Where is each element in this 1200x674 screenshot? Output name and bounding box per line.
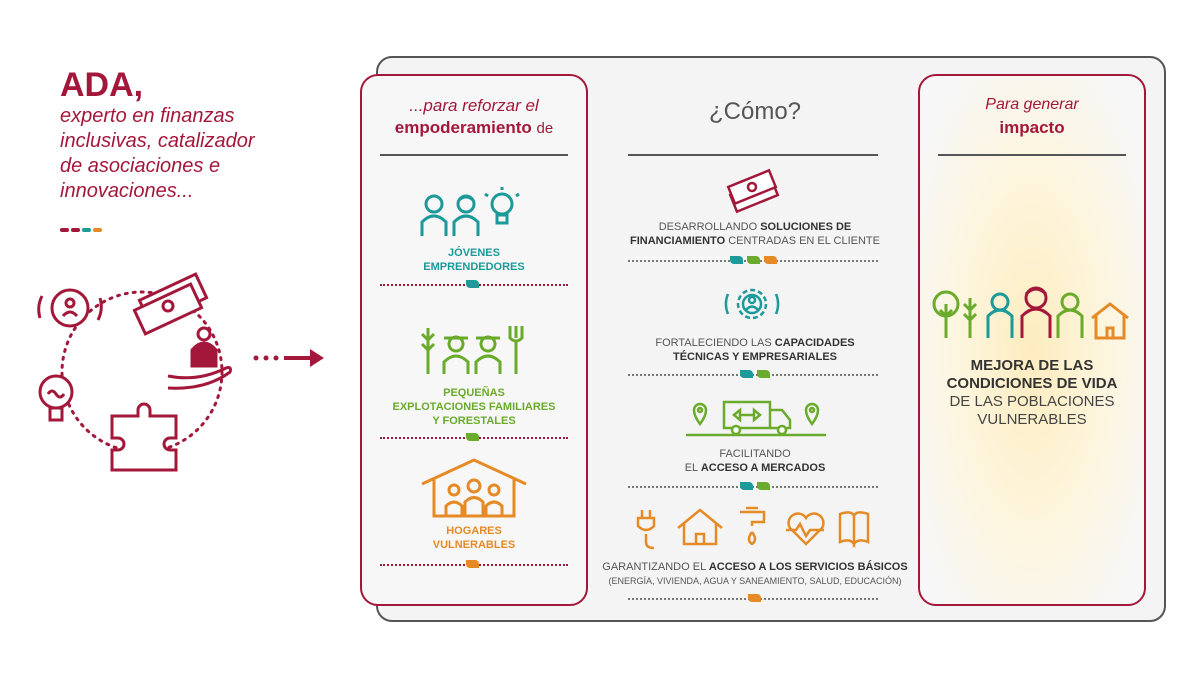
divider [938, 154, 1126, 156]
how-label-markets: FACILITANDO EL ACCESO A MERCADOS [684, 448, 826, 474]
young-entrepreneurs-icon [420, 187, 520, 236]
tag-chip [466, 280, 479, 288]
divider [380, 154, 568, 156]
house-icon [677, 508, 723, 546]
basic-services-icons [636, 506, 870, 550]
book-icon [838, 511, 870, 549]
divider [628, 154, 878, 156]
tag-chip [740, 482, 753, 490]
tag-chip [740, 370, 753, 378]
gear-person-icon [724, 288, 780, 320]
farmers-icon [420, 326, 524, 374]
money-stack-icon [132, 272, 209, 336]
arrow-right-icon [253, 349, 324, 367]
ada-title: ADA, [60, 66, 144, 104]
tag-chip [730, 256, 743, 264]
tag-chip [757, 482, 770, 490]
delivery-truck-icon [686, 400, 826, 437]
how-heading: ¿Cómo? [708, 98, 802, 125]
how-label-financing: DESARROLLANDO SOLUCIONES DE FINANCIAMIEN… [630, 221, 880, 247]
group-label-family-farms: PEQUEÑAS EXPLOTACIONES FAMILIARES Y FORE… [392, 387, 556, 427]
how-label-capacities: FORTALECIENDO LAS CAPACIDADES TÉCNICAS Y… [655, 337, 855, 363]
health-heart-icon [786, 512, 825, 546]
impact-statement: MEJORA DE LAS CONDICIONES DE VIDA DE LAS… [946, 357, 1118, 428]
water-tap-icon [740, 506, 766, 546]
ada-subtitle: experto en finanzas inclusivas, cataliza… [60, 105, 255, 202]
empowerment-heading: ...para reforzar el empoderamiento de [394, 96, 554, 137]
household-icon [421, 458, 527, 518]
tag-chip [764, 256, 777, 264]
dotted-divider [628, 374, 878, 376]
group-label-young-entrepreneurs: JÓVENES EMPRENDEDORES [423, 247, 525, 273]
tag-chip [466, 560, 479, 568]
ada-cycle-illustration [37, 272, 232, 472]
hand-person-icon [167, 326, 232, 390]
community-icon [932, 286, 1129, 340]
money-stack-icon [726, 168, 780, 214]
impact-heading: Para generar impacto [985, 96, 1079, 137]
lightbulb-icon [38, 374, 74, 422]
impact-panel [918, 74, 1146, 606]
tag-chip [747, 256, 760, 264]
tag-chip [466, 433, 479, 441]
gear-person-icon [37, 288, 103, 328]
how-label-basic-services: GARANTIZANDO EL ACCESO A LOS SERVICIOS B… [602, 561, 908, 586]
tag-chip [748, 594, 761, 602]
group-label-vulnerable-households: HOGARES VULNERABLES [432, 525, 516, 551]
tag-chip [757, 370, 770, 378]
puzzle-icon [110, 402, 178, 472]
dotted-divider [628, 486, 878, 488]
power-plug-icon [636, 510, 656, 550]
